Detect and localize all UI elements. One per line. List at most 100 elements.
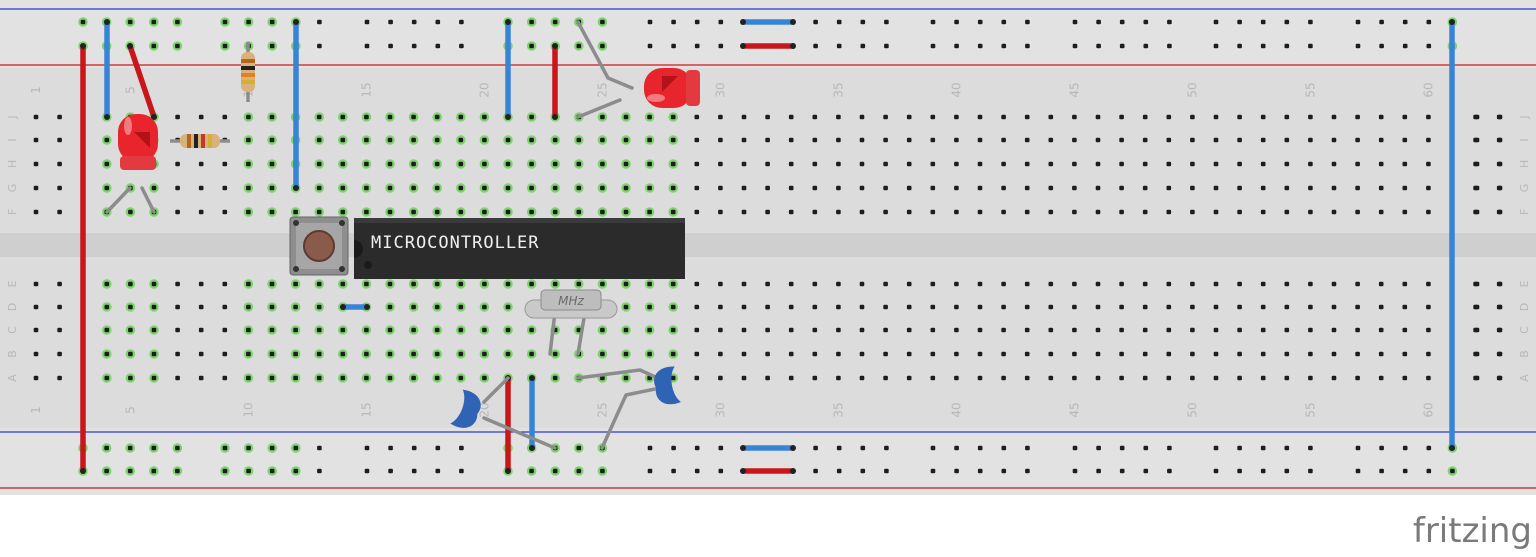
column-number: 15 bbox=[359, 402, 373, 417]
column-number: 45 bbox=[1067, 82, 1081, 97]
hole bbox=[1308, 445, 1313, 451]
hole bbox=[1143, 43, 1149, 49]
top-power-strip bbox=[0, 0, 1536, 68]
hole bbox=[387, 185, 393, 191]
hole bbox=[930, 281, 936, 287]
hole bbox=[1167, 43, 1172, 49]
hole bbox=[552, 468, 558, 474]
hole bbox=[127, 468, 133, 474]
hole bbox=[883, 161, 888, 167]
hole bbox=[411, 185, 416, 191]
hole bbox=[482, 209, 487, 215]
hole bbox=[788, 209, 794, 215]
hole bbox=[458, 185, 464, 191]
hole bbox=[222, 281, 228, 287]
pushbutton-corner bbox=[339, 266, 345, 272]
hole bbox=[600, 114, 605, 120]
hole bbox=[128, 351, 133, 357]
hole bbox=[765, 114, 770, 120]
hole bbox=[1308, 281, 1313, 287]
hole bbox=[1142, 327, 1148, 333]
hole bbox=[482, 351, 487, 357]
hole bbox=[222, 375, 228, 381]
hole bbox=[765, 209, 770, 215]
hole bbox=[694, 468, 700, 474]
hole bbox=[222, 114, 228, 120]
hole bbox=[434, 114, 440, 120]
hole bbox=[316, 281, 322, 287]
hole bbox=[1190, 351, 1195, 357]
led-rim bbox=[686, 70, 700, 106]
hole bbox=[198, 281, 204, 287]
hole bbox=[1308, 43, 1313, 49]
hole bbox=[1072, 468, 1078, 474]
hole bbox=[671, 19, 676, 25]
column-number: 45 bbox=[1067, 402, 1081, 417]
hole bbox=[552, 351, 558, 357]
hole bbox=[1402, 19, 1408, 25]
hole bbox=[883, 281, 888, 287]
hole bbox=[647, 445, 653, 451]
hole bbox=[387, 281, 393, 287]
hole bbox=[812, 375, 818, 381]
hole bbox=[954, 43, 959, 49]
column-number: 1 bbox=[29, 406, 43, 414]
hole bbox=[1402, 43, 1408, 49]
hole bbox=[1119, 281, 1124, 287]
hole bbox=[1355, 185, 1360, 191]
hole bbox=[222, 43, 228, 49]
capacitor-leg bbox=[482, 416, 557, 450]
hole bbox=[906, 161, 912, 167]
hole bbox=[246, 209, 251, 215]
hole bbox=[1001, 209, 1006, 215]
hole bbox=[1142, 351, 1148, 357]
hole bbox=[505, 281, 511, 287]
hole bbox=[57, 137, 62, 143]
hole bbox=[977, 445, 983, 451]
hole bbox=[246, 468, 251, 474]
hole bbox=[1072, 137, 1077, 143]
hole bbox=[222, 304, 228, 310]
hole bbox=[1284, 114, 1290, 120]
crystal-label: MHz bbox=[558, 294, 584, 308]
hole bbox=[954, 445, 959, 451]
hole bbox=[1497, 281, 1503, 287]
hole bbox=[1048, 137, 1054, 143]
hole bbox=[1143, 19, 1149, 25]
hole bbox=[1213, 19, 1219, 25]
hole bbox=[529, 114, 534, 120]
hole bbox=[198, 114, 204, 120]
hole bbox=[222, 327, 228, 333]
hole bbox=[1001, 185, 1006, 191]
hole bbox=[505, 185, 511, 191]
hole bbox=[293, 209, 298, 215]
hole bbox=[600, 43, 605, 49]
hole bbox=[411, 281, 416, 287]
hole bbox=[552, 185, 558, 191]
hole bbox=[788, 114, 794, 120]
hole bbox=[1355, 375, 1360, 381]
hole bbox=[175, 351, 180, 357]
hole bbox=[954, 114, 959, 120]
hole bbox=[1331, 137, 1337, 143]
hole bbox=[1497, 327, 1503, 333]
hole bbox=[222, 351, 228, 357]
pushbutton-corner bbox=[339, 220, 345, 226]
hole bbox=[175, 445, 180, 451]
hole bbox=[1190, 304, 1195, 310]
hole bbox=[198, 327, 204, 333]
hole bbox=[1355, 43, 1361, 49]
hole bbox=[1284, 43, 1290, 49]
jumper-wire-red-end bbox=[80, 43, 86, 49]
row-letter: D bbox=[6, 303, 19, 311]
hole bbox=[1331, 114, 1337, 120]
hole bbox=[718, 185, 723, 191]
hole bbox=[836, 209, 841, 215]
hole bbox=[151, 281, 157, 287]
hole bbox=[505, 327, 511, 333]
hole bbox=[1284, 281, 1290, 287]
column-number: 55 bbox=[1303, 402, 1317, 417]
hole bbox=[33, 137, 39, 143]
column-number: 1 bbox=[29, 86, 43, 94]
hole bbox=[1072, 185, 1077, 191]
